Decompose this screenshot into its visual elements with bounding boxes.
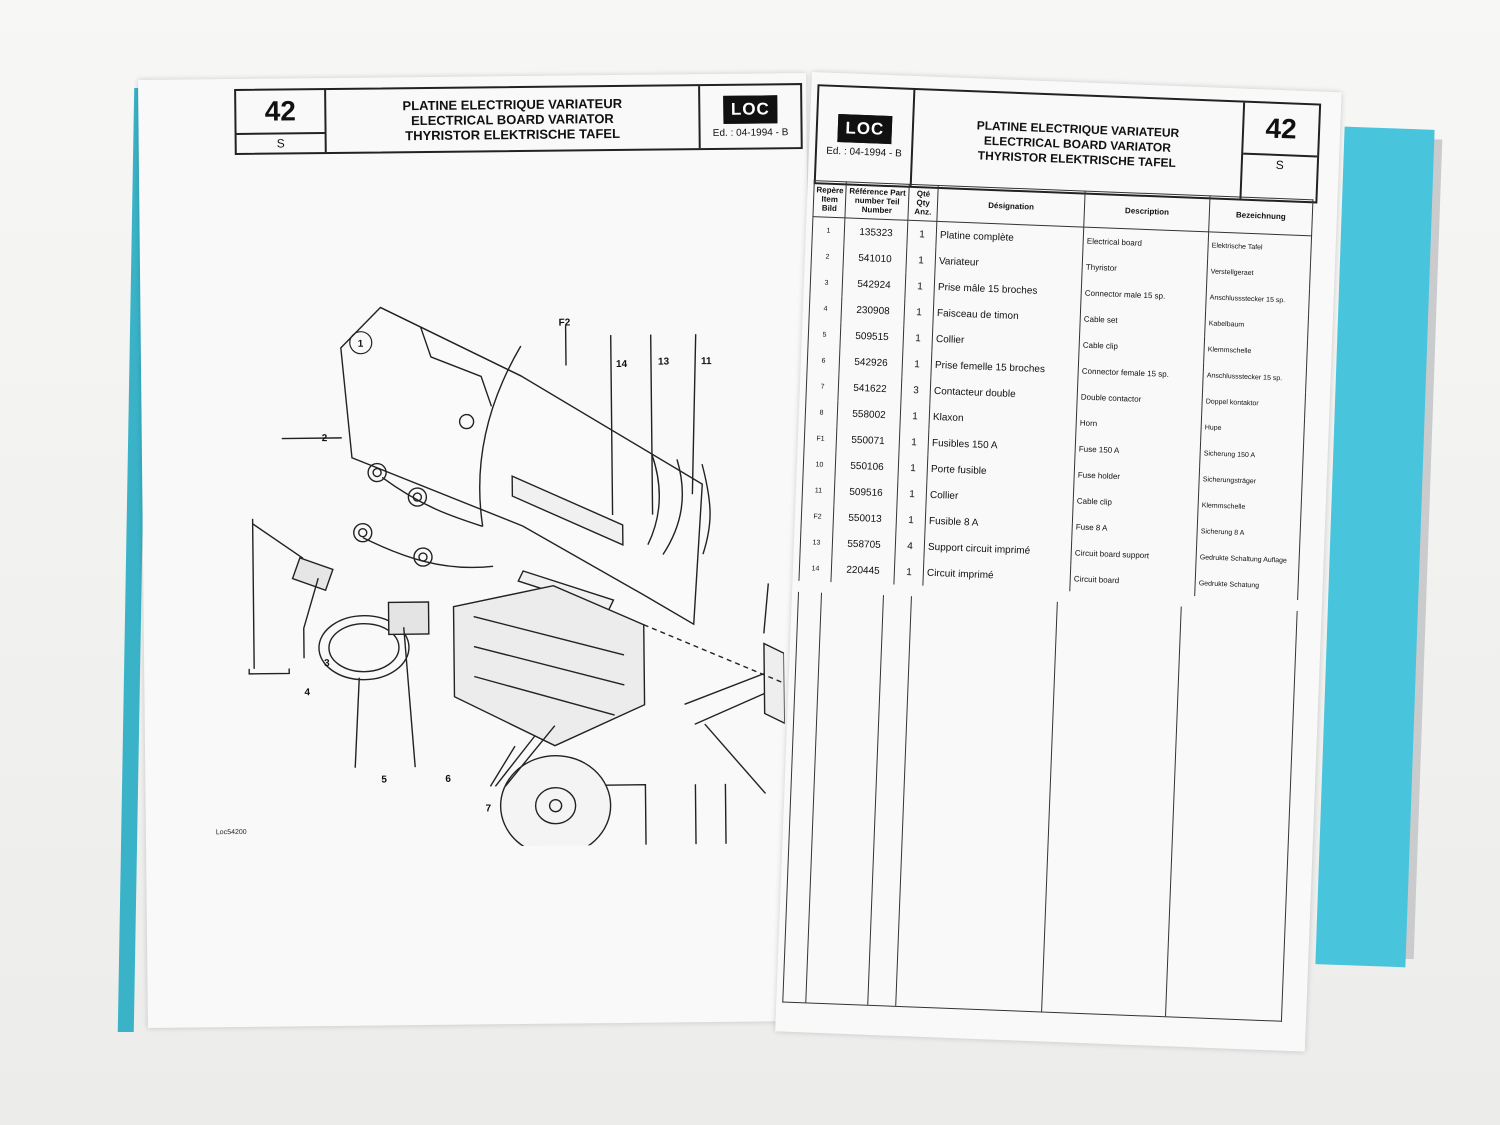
bezeichnung: Klemmschelle <box>1197 492 1302 523</box>
quantity: 1 <box>898 454 928 482</box>
callout-11: 11 <box>701 356 712 367</box>
callout-5: 5 <box>381 774 387 785</box>
quantity: 3 <box>900 376 931 404</box>
left-page: 42 S PLATINE ELECTRIQUE VARIATEUR ELECTR… <box>138 73 816 1028</box>
logo-box-right: LOC Ed. : 04-1994 - B <box>815 86 916 186</box>
bezeichnung: Elektrische Tafel <box>1207 231 1312 263</box>
quantity: 1 <box>905 246 936 274</box>
quantity: 1 <box>901 350 932 378</box>
quantity: 1 <box>897 480 927 508</box>
bezeichnung: Doppel kontaktor <box>1201 388 1306 419</box>
item-number: 4 <box>808 295 843 323</box>
exploded-diagram: 1 2 3 4 5 6 7 8 10 11 13 14 F1 F2 <box>248 306 786 850</box>
part-number: 541622 <box>838 374 902 403</box>
col-description: Description <box>1083 191 1211 232</box>
part-number: 220445 <box>831 556 896 585</box>
col-qty: Qté Qty Anz. <box>908 184 939 222</box>
part-number: 509516 <box>834 478 899 507</box>
part-number: 550013 <box>833 504 898 533</box>
col-bezeichnung: Bezeichnung <box>1208 195 1313 236</box>
item-number: 8 <box>804 399 839 427</box>
quantity: 1 <box>899 428 929 456</box>
quantity: 1 <box>904 272 935 300</box>
item-number: F1 <box>803 424 838 453</box>
callout-2: 2 <box>322 433 328 444</box>
item-number: 1 <box>811 216 846 245</box>
edition: Ed. : 04-1994 - B <box>712 126 789 139</box>
quantity: 1 <box>894 558 924 586</box>
part-number: 558002 <box>837 400 901 429</box>
description: Circuit board <box>1069 565 1196 597</box>
drawing-ref: Loc54200 <box>215 828 247 837</box>
bezeichnung: Kabelbaum <box>1204 310 1309 341</box>
callout-1: 1 <box>358 339 364 350</box>
callout-14: 14 <box>616 359 628 370</box>
parts-table: Repère Item Bild Référence Part number T… <box>798 180 1313 601</box>
part-number: 542926 <box>839 348 903 377</box>
right-page: LOC Ed. : 04-1994 - B PLATINE ELECTRIQUE… <box>775 72 1342 1052</box>
table-empty-area <box>782 591 1298 1022</box>
quantity: 1 <box>906 220 937 248</box>
callout-13: 13 <box>658 356 670 367</box>
bezeichnung: Sicherung 150 A <box>1199 440 1304 471</box>
bezeichnung: Anschlussstecker 15 sp. <box>1202 362 1307 393</box>
item-number: F2 <box>800 502 835 531</box>
page-section: S <box>276 136 285 151</box>
part-number: 550071 <box>836 426 900 455</box>
callout-7: 7 <box>486 803 492 814</box>
quantity: 1 <box>902 324 933 352</box>
page-number: 42 <box>236 90 325 135</box>
page-titles: PLATINE ELECTRIQUE VARIATEUR ELECTRICAL … <box>326 86 701 153</box>
item-number: 2 <box>810 243 845 271</box>
bezeichnung: Gedrukte Schaltung Auflage <box>1195 544 1300 575</box>
item-number: 3 <box>809 269 844 297</box>
bezeichnung: Hupe <box>1200 414 1305 445</box>
item-number: 7 <box>805 373 840 401</box>
part-number: 542924 <box>842 270 906 299</box>
bezeichnung: Sicherung 8 A <box>1196 518 1301 549</box>
bezeichnung: Sicherungsträger <box>1198 466 1303 497</box>
part-number: 230908 <box>841 296 905 325</box>
bezeichnung: Verstellgeraet <box>1206 258 1311 289</box>
callout-4: 4 <box>304 687 310 698</box>
quantity: 1 <box>899 402 930 430</box>
part-number: 550106 <box>835 452 900 481</box>
part-number: 135323 <box>844 217 909 247</box>
col-designation: Désignation <box>936 185 1086 228</box>
page-number-right: 42 <box>1243 102 1320 158</box>
quantity: 1 <box>903 298 934 326</box>
col-reference: Référence Part number Teil Number <box>845 181 910 221</box>
edition-right: Ed. : 04-1994 - B <box>825 145 902 160</box>
quantity: 4 <box>895 532 925 560</box>
page-section-right: S <box>1275 157 1285 173</box>
callout-3: 3 <box>324 658 330 669</box>
item-number: 10 <box>802 450 837 479</box>
bezeichnung: Anschlussstecker 15 sp. <box>1205 284 1310 315</box>
logo-box: LOC Ed. : 04-1994 - B <box>700 85 801 148</box>
bezeichnung: Gedrukte Schatung <box>1194 570 1299 601</box>
title-de: THYRISTOR ELEKTRISCHE TAFEL <box>405 125 621 143</box>
item-number: 5 <box>807 321 842 349</box>
col-item: Repère Item Bild <box>812 180 847 218</box>
item-number: 13 <box>799 528 834 557</box>
item-number: 11 <box>801 476 836 505</box>
loc-logo: LOC <box>722 94 778 124</box>
item-number: 6 <box>806 347 841 375</box>
page-titles-right: PLATINE ELECTRIQUE VARIATEUR ELECTRICAL … <box>911 89 1246 199</box>
part-number: 509515 <box>840 322 904 351</box>
bezeichnung: Klemmschelle <box>1203 336 1308 367</box>
item-number: 14 <box>798 554 833 583</box>
page-number-box: 42 S <box>236 90 327 153</box>
callout-6: 6 <box>445 774 451 785</box>
callout-f2: F2 <box>559 317 571 328</box>
quantity: 1 <box>896 506 926 534</box>
page-number-box-right: 42 S <box>1241 102 1320 202</box>
part-number: 541010 <box>843 244 907 273</box>
left-page-header: 42 S PLATINE ELECTRIQUE VARIATEUR ELECTR… <box>234 83 803 155</box>
designation: Circuit imprimé <box>922 559 1071 592</box>
part-number: 558705 <box>832 530 897 559</box>
loc-logo-right: LOC <box>836 113 893 144</box>
